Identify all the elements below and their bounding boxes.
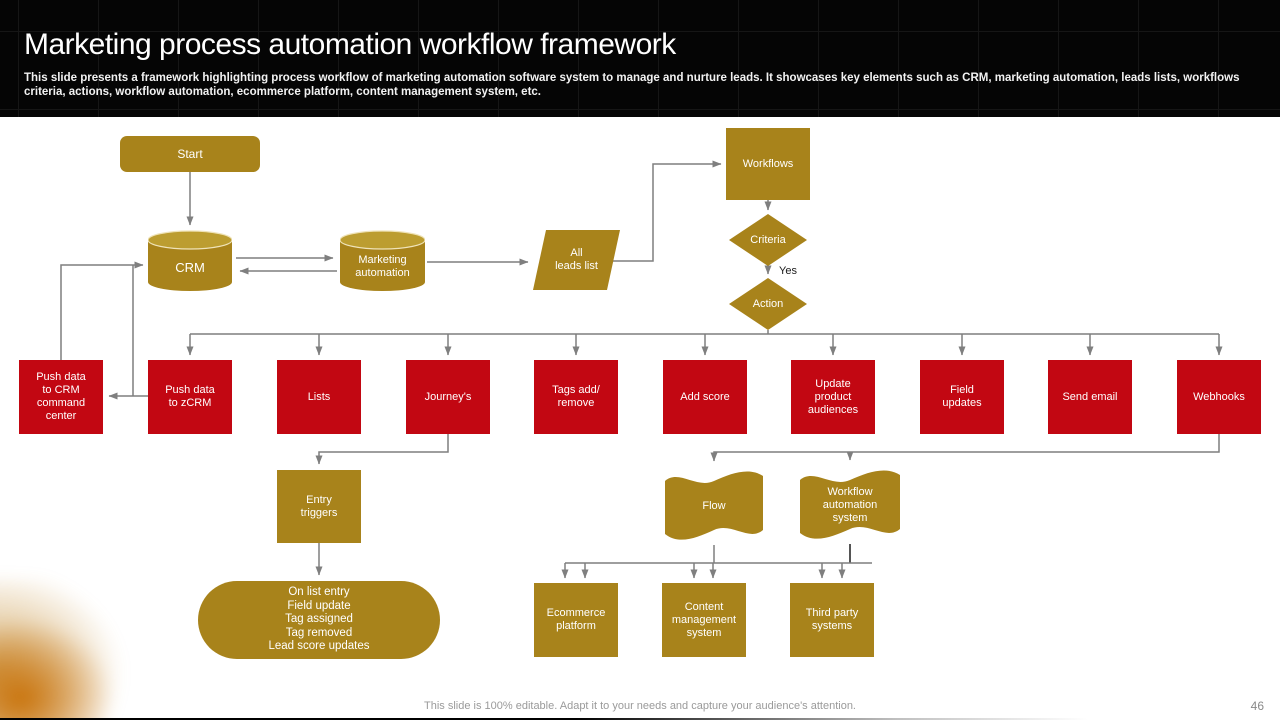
action-label: Add score [680,390,730,403]
node-add-score: Add score [663,360,747,434]
yes-branch-label: Yes [779,264,809,278]
parallelogram-shape [533,230,620,290]
diamond-shape [729,278,807,330]
wave-shape [800,470,900,539]
node-tags-add-remove: Tags add/ remove [534,360,618,434]
node-workflow-automation-system: Workflow automation system [800,466,900,544]
orange-gradient-decoration [0,578,216,720]
cylinder-shape [340,230,425,291]
node-content-management-system-label: Content management system [671,600,737,639]
event-on-list-entry: On list entry [288,586,350,599]
node-marketing-automation-database: Marketing automation [340,230,425,292]
node-criteria-decision: Criteria [729,214,807,266]
node-field-updates: Field updates [920,360,1004,434]
node-entry-triggers: Entry triggers [277,470,361,543]
node-journeys: Journey's [406,360,490,434]
cylinder-shape [148,230,232,291]
node-content-management-system: Content management system [662,583,746,657]
node-update-product-audiences: Update product audiences [791,360,875,434]
action-label: Send email [1062,390,1118,403]
node-all-leads-list: All leads list [533,230,620,290]
node-all-leads-list-label: All leads list [555,247,598,272]
node-send-email: Send email [1048,360,1132,434]
bottom-edge-line [0,718,1280,720]
node-crm-label: CRM [175,259,205,275]
event-tag-assigned: Tag assigned [285,613,353,626]
node-ecommerce-platform: Ecommerce platform [534,583,618,657]
node-ecommerce-platform-label: Ecommerce platform [546,607,606,632]
action-label: Tags add/ remove [552,384,600,409]
node-crm-database: CRM [148,230,232,292]
node-workflows-label: Workflows [742,157,794,170]
page-title: Marketing process automation workflow fr… [24,28,676,61]
node-action-label: Action [752,297,784,310]
node-start: Start [120,136,260,172]
event-field-update: Field update [287,599,351,612]
node-flow: Flow [665,467,763,545]
action-label: Field updates [942,384,982,409]
node-criteria-label: Criteria [750,233,786,246]
action-label: Journey's [424,390,472,403]
node-entry-triggers-label: Entry triggers [300,493,338,519]
event-tag-removed: Tag removed [285,626,353,639]
node-webhooks: Webhooks [1177,360,1261,434]
event-lead-score-updates: Lead score updates [268,640,370,653]
node-push-data-zcrm: Push data to zCRM [148,360,232,434]
node-push-data-crm-command-center: Push data to CRM command center [19,360,103,434]
node-lists: Lists [277,360,361,434]
action-label: Lists [307,390,331,403]
node-workflow-automation-system-label: Workflow automation system [822,485,878,524]
diamond-shape [729,214,807,266]
node-workflows: Workflows [726,128,810,200]
node-entry-trigger-events: On list entry Field update Tag assigned … [198,581,440,659]
node-start-label: Start [177,146,203,161]
node-third-party-systems: Third party systems [790,583,874,657]
editable-note: This slide is 100% editable. Adapt it to… [424,700,856,712]
node-action-decision: Action [729,278,807,330]
page-number: 46 [1250,699,1264,713]
node-flow-label: Flow [702,499,726,512]
slide-header: Marketing process automation workflow fr… [0,0,1280,117]
wave-shape [665,471,763,540]
slide-description: This slide presents a framework highligh… [24,72,1240,98]
action-label: Push data to CRM command center [36,371,86,422]
action-label: Update product audiences [807,377,859,416]
node-third-party-systems-label: Third party systems [805,607,859,632]
yes-text: Yes [779,264,797,277]
action-label: Webhooks [1193,390,1245,403]
action-label: Push data to zCRM [165,384,215,409]
node-marketing-automation-label: Marketing automation [355,254,410,279]
